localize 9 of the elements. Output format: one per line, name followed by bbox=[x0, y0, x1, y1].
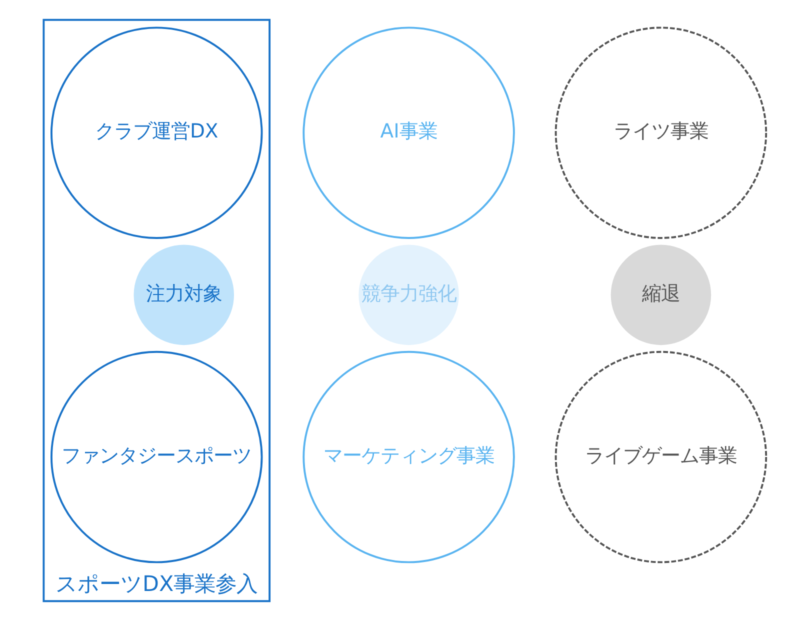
node-circle: ライブゲーム事業 bbox=[554, 350, 768, 564]
node-circle: 注力対象 bbox=[134, 244, 234, 346]
node-circle: AI事業 bbox=[302, 26, 515, 239]
node-circle: ライツ事業 bbox=[554, 26, 768, 239]
node-circle: ファンタジースポーツ bbox=[50, 350, 263, 564]
node-circle: 競争力強化 bbox=[358, 244, 459, 346]
node-circle: 縮退 bbox=[610, 244, 712, 346]
node-circle: マーケティング事業 bbox=[302, 350, 515, 564]
node-circle: クラブ運営DX bbox=[50, 26, 263, 239]
